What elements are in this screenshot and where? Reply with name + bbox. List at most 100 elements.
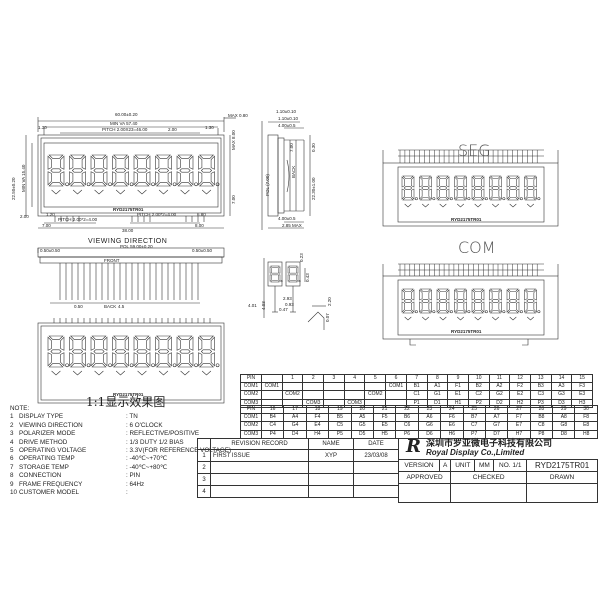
digit-segment: [491, 186, 500, 190]
digit-segment: [489, 175, 502, 179]
pin-cell: A2: [488, 382, 511, 392]
digit-segment: [81, 336, 86, 351]
dim-pitch-b2: PITCH 2.00*2=4.00: [137, 212, 177, 217]
note-label: CONNECTION: [19, 472, 62, 480]
digit-segment: [428, 176, 432, 188]
note-label: DISPLAY TYPE: [19, 413, 64, 421]
digit-decimal-point: [129, 182, 134, 187]
pin-cell: E2: [509, 390, 531, 400]
dim-60: 60.00±0.20: [115, 112, 138, 117]
dim-680: 6.80: [197, 212, 206, 217]
digit-segment: [471, 301, 475, 313]
note-number: 10: [10, 489, 18, 497]
pin-cell: F2: [509, 382, 531, 392]
digit-segment: [277, 266, 281, 274]
pin-dim-043: 0.43: [305, 273, 310, 282]
side-pins: [59, 263, 199, 300]
digit-segment: [489, 176, 493, 188]
digit-segment: [436, 301, 440, 313]
digit-segment: [69, 154, 86, 159]
digit-segment: [103, 171, 108, 186]
part-label-seg: RYD2175TR01: [451, 217, 482, 222]
digits-pin-detail: [269, 265, 301, 283]
digit-segment: [277, 274, 281, 282]
unit-label: UNIT: [450, 459, 476, 472]
side-dim-2230: 22.30±1.00: [311, 177, 316, 201]
chevron-indicator: [72, 189, 83, 195]
digit-segment: [81, 352, 86, 367]
pin-cell: G4: [283, 421, 307, 431]
pin-header-cell: 3: [323, 373, 345, 384]
note-label: STORAGE TEMP: [19, 463, 69, 471]
digit-decimal-point: [298, 280, 301, 283]
note-number: 8: [10, 472, 14, 480]
pin-bend-detail: [307, 311, 325, 330]
no-label-cell: NO. 1/1: [493, 459, 528, 472]
note-value: : REFLECTIVE/POSITIVE: [126, 430, 200, 438]
digit-segment: [472, 310, 484, 314]
note-value: : -40℃~+80℃: [126, 463, 168, 471]
digit-segment: [288, 279, 298, 283]
digit-segment: [71, 168, 84, 173]
digit-segment: [401, 176, 405, 188]
pin-cell: [302, 390, 325, 400]
chevron-indicator: [422, 203, 429, 208]
pin-header-cell: 2: [302, 373, 325, 384]
bottom-pins: [54, 216, 205, 222]
pin-cell: G7: [484, 421, 509, 431]
digit-decimal-point: [467, 310, 471, 314]
chevron-indicator: [137, 370, 147, 376]
digit-segment: [454, 197, 467, 201]
digit-segment: [198, 171, 203, 186]
pin-header-cell: [261, 373, 283, 384]
com-heading: COM: [458, 238, 496, 257]
dim-130-right: 1.30: [205, 125, 214, 130]
note-item: 5 OPERATING VOLTAGE: 3.3V(FOR REFERENCE …: [10, 447, 231, 455]
digit-segment: [50, 168, 62, 173]
digit-segment: [269, 266, 273, 274]
digit-segment: [124, 336, 129, 351]
dim-120: 1.20: [46, 212, 55, 217]
pin-header-cell: 20: [350, 404, 374, 415]
chevron-indicator: [492, 316, 499, 321]
digit-segment: [114, 168, 127, 173]
pin-header-cell: 4: [343, 373, 366, 384]
pin-cell: [323, 382, 345, 392]
digit-segment: [473, 186, 483, 190]
digit-segment: [60, 336, 65, 351]
digit-decimal-point: [519, 310, 523, 314]
digit-segment: [136, 349, 148, 354]
digit-segment: [506, 289, 510, 301]
digit-segment: [411, 289, 415, 301]
note-item: 6 OPERATING TEMP: -40℃~+70℃: [10, 455, 231, 463]
chevron-indicator: [474, 316, 482, 321]
chevron-indicator: [51, 370, 61, 376]
revision-cell: [308, 485, 354, 498]
note-item: 10 CUSTOMER MODEL:: [10, 489, 231, 497]
digit-segment: [60, 155, 65, 170]
digit-segment: [507, 197, 519, 201]
digit-decimal-point: [129, 363, 134, 368]
digit-segment: [60, 352, 65, 367]
part-label-effect: RYD2175TR01: [113, 392, 144, 397]
note-label: POLARIZER MODE: [19, 430, 76, 438]
pin-cell: A7: [484, 413, 509, 423]
digit-segment: [176, 336, 181, 351]
pin-cell: C6: [395, 421, 419, 431]
pin-cell: B2: [467, 382, 490, 392]
chevron-indicator: [404, 316, 412, 321]
digit-segment: [177, 363, 193, 368]
pin-cell: E6: [440, 421, 464, 431]
pin-cell: C4: [260, 421, 285, 431]
digit-segment: [524, 188, 528, 200]
note-item: 7 STORAGE TEMP: -40℃~+80℃: [10, 464, 231, 472]
pin-header-cell: 18: [305, 404, 330, 415]
note-number: 1: [10, 413, 14, 421]
digit-segment: [456, 186, 465, 190]
digit-segment: [114, 349, 127, 354]
info-table: VERSION A UNIT MM NO. 1/1 RYD2175TR01 AP…: [397, 459, 598, 503]
digit-segment: [198, 352, 203, 367]
digit-segment: [167, 352, 172, 367]
pin-cell: C3: [529, 390, 552, 400]
